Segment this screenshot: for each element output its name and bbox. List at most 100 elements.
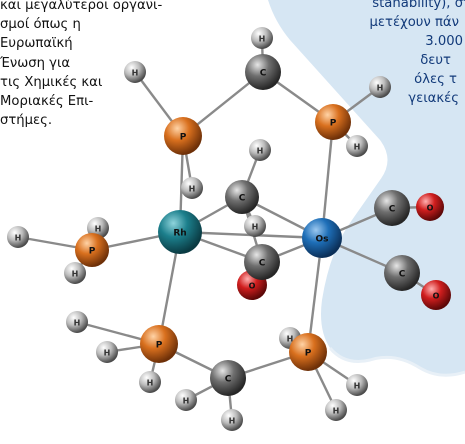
text-line: και μεγαλύτεροι οργανι- [0, 0, 163, 13]
text-line: Ένωση για [0, 55, 71, 71]
atom-label: C [389, 205, 396, 215]
atom-label: H [287, 335, 294, 344]
atom-label: H [189, 185, 196, 194]
atom-label: H [257, 147, 264, 156]
text-line: τις Χημικές και [0, 74, 103, 90]
atom-h: H [249, 139, 271, 161]
atom-sphere [416, 193, 444, 221]
atom-label: P [180, 133, 187, 143]
atom-p: P [164, 117, 202, 155]
atom-sphere [139, 371, 161, 393]
text-line: μετέχουν πάν [369, 15, 459, 30]
atom-sphere [181, 177, 203, 199]
atom-label: O [249, 282, 256, 291]
atom-h: H [64, 262, 86, 284]
atom-label: H [229, 417, 236, 426]
atom-label: P [305, 349, 312, 359]
text-line: stanability), στ [372, 0, 465, 11]
atom-h: H [325, 399, 347, 421]
atom-c: C [374, 190, 410, 226]
atom-o: O [421, 280, 451, 310]
atom-label: H [15, 234, 22, 243]
atom-sphere [158, 210, 202, 254]
atom-label: O [427, 204, 434, 213]
atom-sphere [289, 333, 327, 371]
atom-sphere [421, 280, 451, 310]
text-line: γειακές [408, 91, 459, 106]
atom-o: O [416, 193, 444, 221]
atom-label: C [259, 259, 266, 269]
atom-rh: Rh [158, 210, 202, 254]
atom-label: C [260, 69, 267, 79]
atom-c: C [384, 255, 420, 291]
atom-sphere [384, 255, 420, 291]
atom-label: Os [315, 235, 328, 245]
atom-h: H [221, 409, 243, 431]
atom-sphere [140, 325, 178, 363]
atom-label: P [156, 341, 163, 351]
atom-sphere [225, 180, 259, 214]
article-text-right: stanability), στ μετέχουν πάν 3.000 δευτ… [287, 0, 465, 108]
atom-h: H [369, 76, 391, 98]
background-panel-edge [328, 347, 465, 377]
atom-sphere [315, 104, 351, 140]
atom-h: H [251, 27, 273, 49]
atom-sphere [75, 233, 109, 267]
atom-sphere [369, 76, 391, 98]
atom-sphere [7, 226, 29, 248]
atom-sphere [210, 360, 246, 396]
text-line: Ευρωπαϊκή [0, 36, 73, 52]
text-line: στήμες. [0, 113, 53, 129]
atom-h: H [346, 135, 368, 157]
atom-label: C [225, 375, 232, 385]
atom-h: H [346, 374, 368, 396]
text-line: 3.000 [425, 34, 463, 49]
atom-sphere [374, 190, 410, 226]
atom-h: H [96, 341, 118, 363]
atom-label: H [132, 69, 139, 78]
atom-h: H [139, 371, 161, 393]
atom-sphere [302, 218, 342, 258]
atom-label: H [72, 270, 79, 279]
atom-sphere [249, 139, 271, 161]
atom-label: C [399, 270, 406, 280]
atom-c: C [245, 54, 281, 90]
atom-label: H [354, 382, 361, 391]
atom-label: H [95, 225, 102, 234]
text-line: σμοί όπως η [0, 17, 81, 33]
atom-sphere [244, 215, 266, 237]
atom-h: H [7, 226, 29, 248]
atom-label: H [104, 349, 111, 358]
atom-label: H [147, 379, 154, 388]
atom-sphere [346, 374, 368, 396]
atom-p: P [75, 233, 109, 267]
atom-sphere [221, 409, 243, 431]
atom-h: H [175, 389, 197, 411]
atom-sphere [251, 27, 273, 49]
atom-label: H [354, 143, 361, 152]
atom-h: H [124, 61, 146, 83]
atom-label: H [377, 84, 384, 93]
atom-c: C [210, 360, 246, 396]
atom-sphere [66, 311, 88, 333]
atom-label: Rh [173, 229, 186, 239]
atom-sphere [96, 341, 118, 363]
atom-sphere [325, 399, 347, 421]
atom-os: Os [302, 218, 342, 258]
atom-label: H [333, 407, 340, 416]
atom-c: C [225, 180, 259, 214]
atom-p: P [315, 104, 351, 140]
atom-label: C [239, 194, 246, 204]
atom-label: O [433, 292, 440, 301]
atom-label: H [259, 35, 266, 44]
atom-sphere [64, 262, 86, 284]
text-line: Μοριακές Επι- [0, 94, 94, 110]
text-line: δευτ [420, 53, 451, 68]
atom-sphere [245, 54, 281, 90]
text-line: όλες τ [414, 72, 457, 87]
atom-label: H [74, 319, 81, 328]
atom-sphere [164, 117, 202, 155]
atom-label: H [183, 397, 190, 406]
